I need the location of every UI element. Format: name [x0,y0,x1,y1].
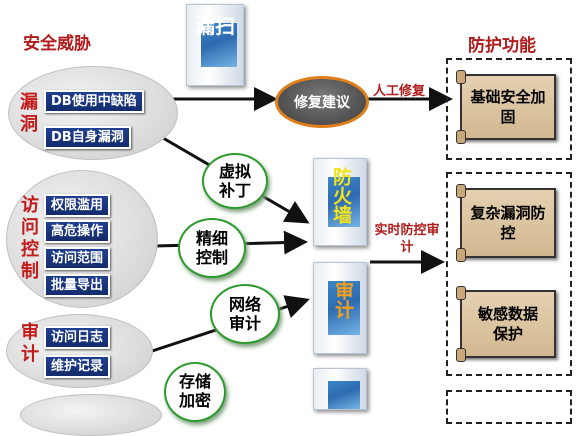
manual-fix-label: 人工修复 [373,84,426,99]
group-label-access-control: 访问控制 [18,195,39,283]
threat-high-risk-operation: 高危操作 [44,220,111,243]
product-audit-box: 审计 [313,262,367,354]
threat-db-usage-defect: DB使用中缺陷 [44,90,144,113]
group-label-audit: 审计 [18,322,39,366]
protection-sensitive-data-text: 敏感数据保护 [477,305,538,343]
fine-control-bubble: 精细控制 [178,218,246,278]
network-audit-text: 网络审计 [228,295,261,333]
protection-sensitive-data: 敏感数据保护 [456,286,556,362]
threat-maintenance-record: 维护记录 [44,355,111,378]
virtual-patch-text: 虚拟补丁 [218,162,251,200]
protection-complex-vuln-text: 复杂漏洞防控 [470,204,546,242]
threats-heading: 安全威胁 [23,34,91,54]
product-audit-label: 审计 [332,281,354,319]
group-label-vulnerability: 漏洞 [17,92,38,136]
product-storage-box [313,368,367,410]
protections-heading: 防护功能 [468,36,536,56]
storage-group [20,394,162,436]
threat-access-scope: 访问范围 [44,247,111,270]
protection-group-basic [446,58,572,160]
threat-bulk-export: 批量导出 [44,274,111,297]
protection-group-runtime [446,172,572,376]
fine-control-text: 精细控制 [195,229,228,267]
realtime-label: 实时防控审计 [374,223,440,255]
product-firewall-box: 防火墙 [313,158,367,246]
protection-complex-vuln: 复杂漏洞防控 [456,184,556,262]
protection-basic-hardening: 基础安全加固 [456,70,556,144]
storage-text: 存储加密 [178,372,211,410]
product-scanner-label: 漏扫 [195,14,235,38]
protection-group-bottom [446,390,572,424]
threat-access-log: 访问日志 [44,326,111,349]
protection-basic-hardening-text: 基础安全加固 [470,88,546,126]
threat-privilege-abuse: 权限滥用 [44,194,111,217]
storage-bubble: 存储加密 [164,362,226,422]
product-scanner-box: 漏扫 [186,4,244,86]
network-audit-bubble: 网络审计 [210,284,280,344]
virtual-patch-bubble: 虚拟补丁 [202,153,268,209]
threat-db-own-vulnerability: DB自身漏洞 [44,126,131,149]
product-firewall-label: 防火墙 [330,167,352,224]
fix-suggestion-oval: 修复建议 [275,76,369,128]
